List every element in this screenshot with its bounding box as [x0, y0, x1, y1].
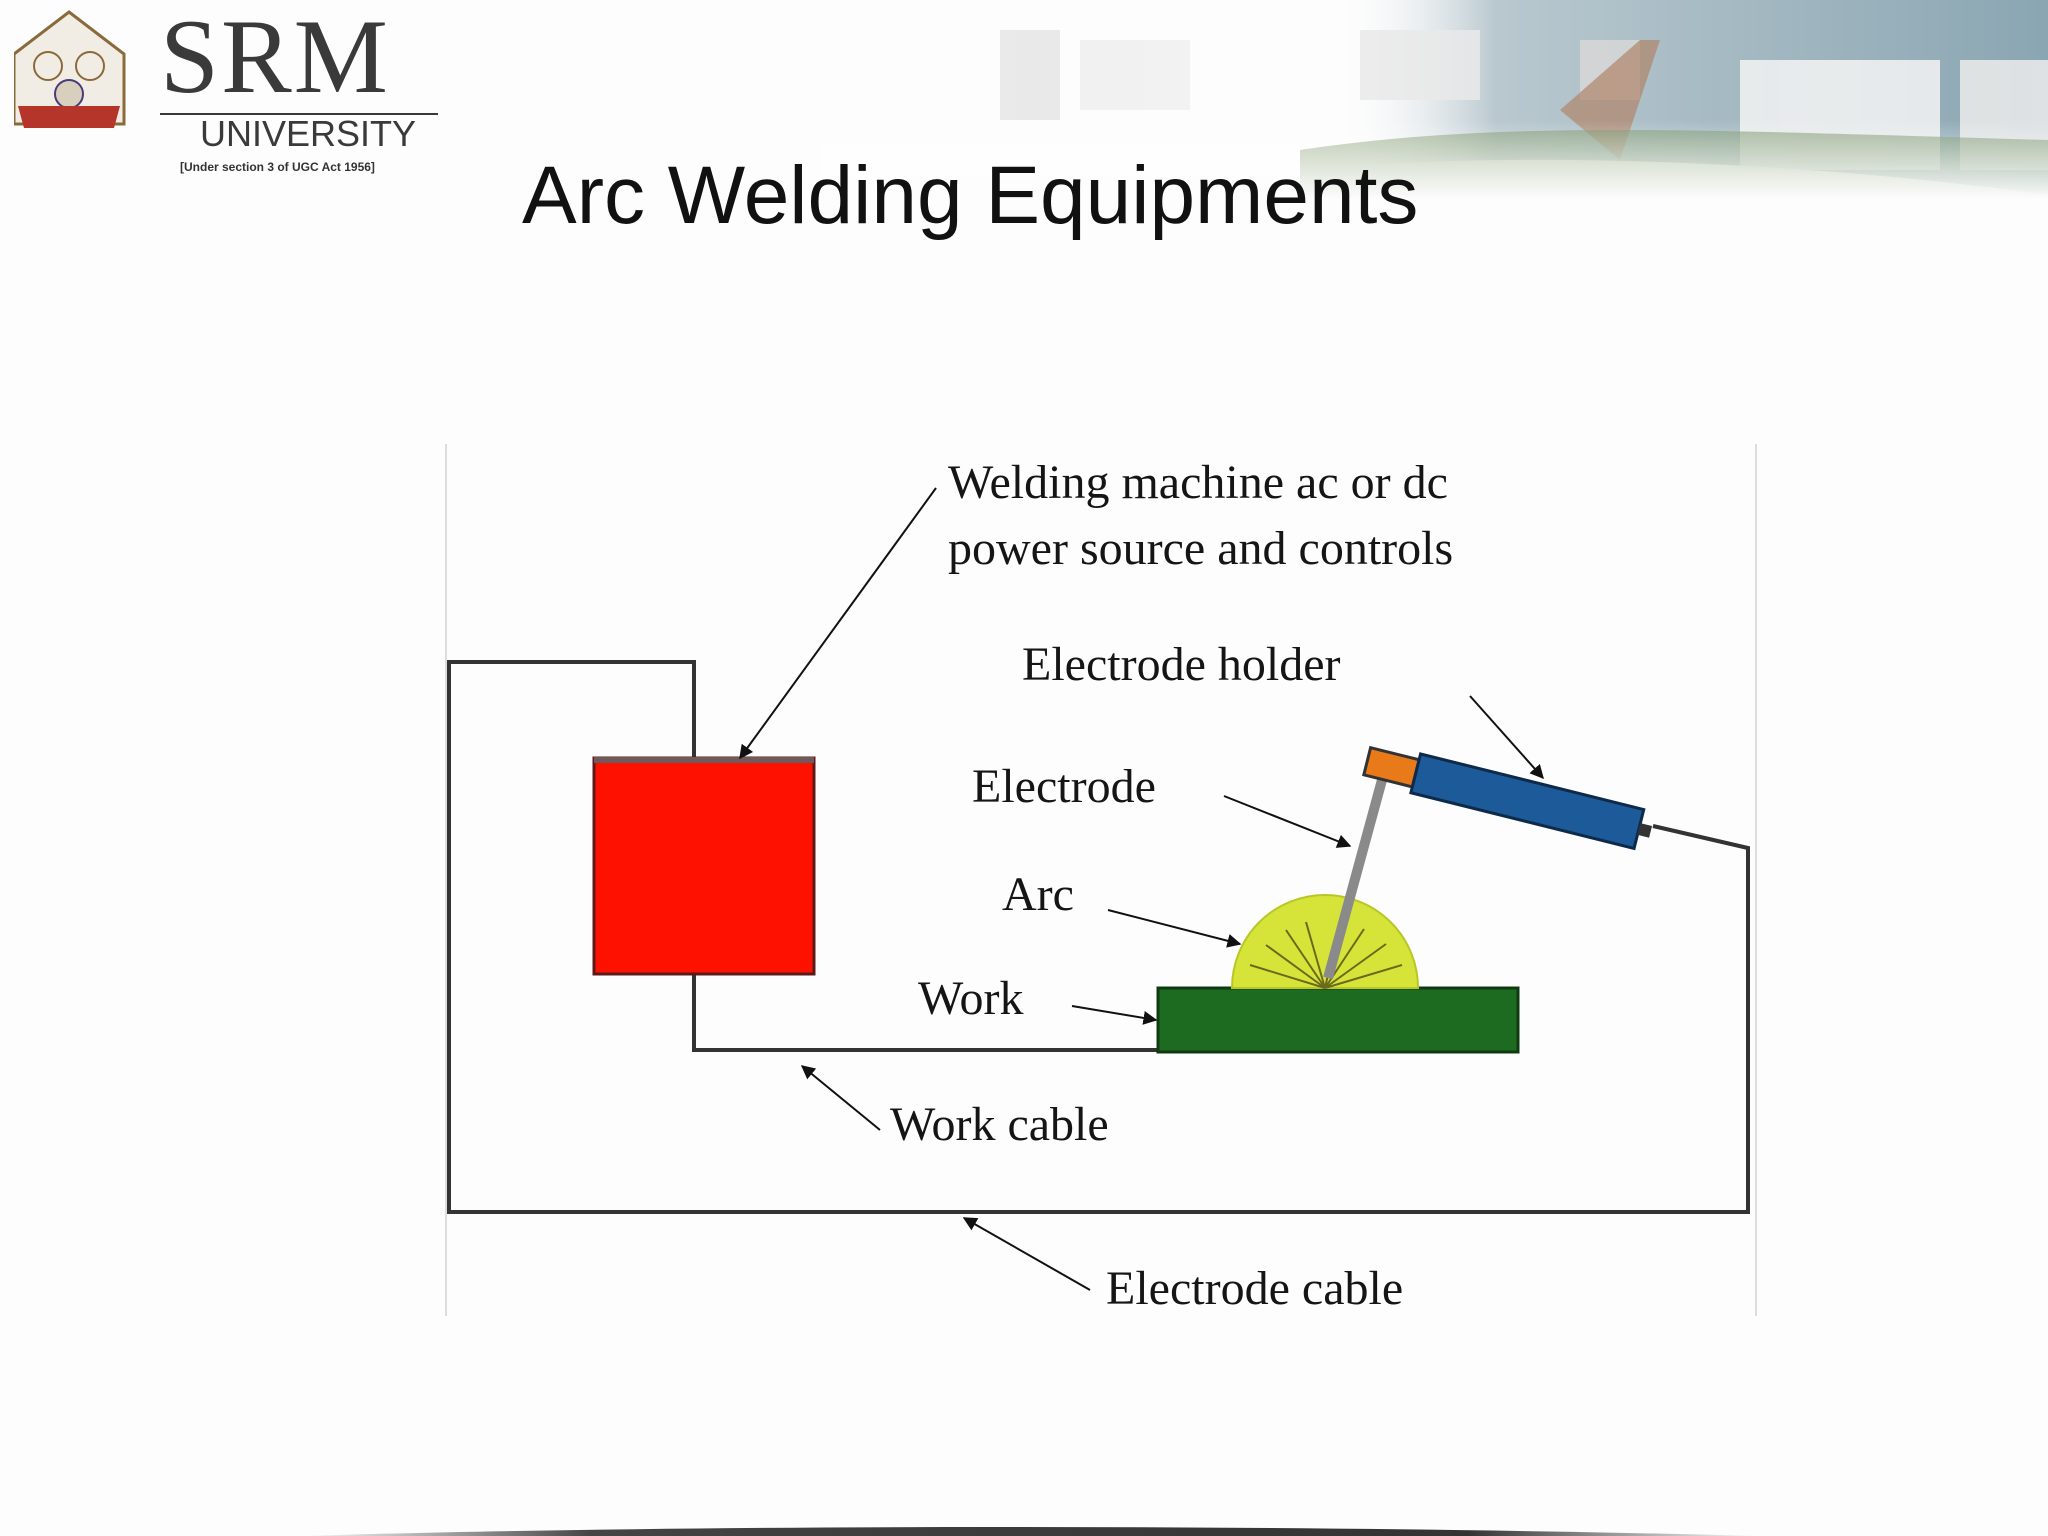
arrow-work — [1071, 1005, 1158, 1025]
footer-bar — [300, 1527, 1760, 1536]
arrow-work-cable — [800, 1065, 881, 1131]
arrow-electrode-holder — [1469, 695, 1544, 780]
label-electrode-holder: Electrode holder — [1022, 638, 1341, 691]
label-welding-machine-line2: power source and controls — [948, 522, 1453, 575]
slide-title: Arc Welding Equipments — [522, 150, 1419, 241]
label-welding-machine-line1: Welding machine ac or dc — [948, 456, 1448, 509]
brand-divider — [160, 113, 438, 115]
arrow-electrode — [1223, 795, 1352, 848]
label-work: Work — [918, 972, 1023, 1025]
arc-welding-diagram: Welding machine ac or dc power source an… — [445, 444, 1757, 1316]
label-arc: Arc — [1002, 868, 1074, 921]
label-work-cable: Work cable — [890, 1098, 1109, 1151]
electrode-cable — [447, 660, 1750, 1214]
electrode-rod — [1323, 778, 1387, 980]
label-electrode: Electrode — [972, 760, 1156, 813]
university-logo — [14, 10, 126, 128]
arrow-electrode-cable — [962, 1217, 1091, 1291]
electrode-holder — [1362, 745, 1652, 851]
arrow-arc — [1107, 909, 1242, 948]
leader-arrows — [739, 487, 1544, 1291]
brand-name: SRM — [160, 0, 390, 115]
header-banner — [820, 0, 2048, 200]
brand-note: [Under section 3 of UGC Act 1956] — [180, 160, 375, 174]
work-cable — [692, 974, 1160, 1052]
work-piece — [1156, 986, 1520, 1054]
power-source-box — [592, 756, 816, 976]
crest-icon — [14, 10, 126, 128]
brand-subtitle: UNIVERSITY — [200, 113, 417, 154]
label-electrode-cable: Electrode cable — [1106, 1262, 1403, 1315]
arrow-welding-machine — [739, 487, 937, 760]
